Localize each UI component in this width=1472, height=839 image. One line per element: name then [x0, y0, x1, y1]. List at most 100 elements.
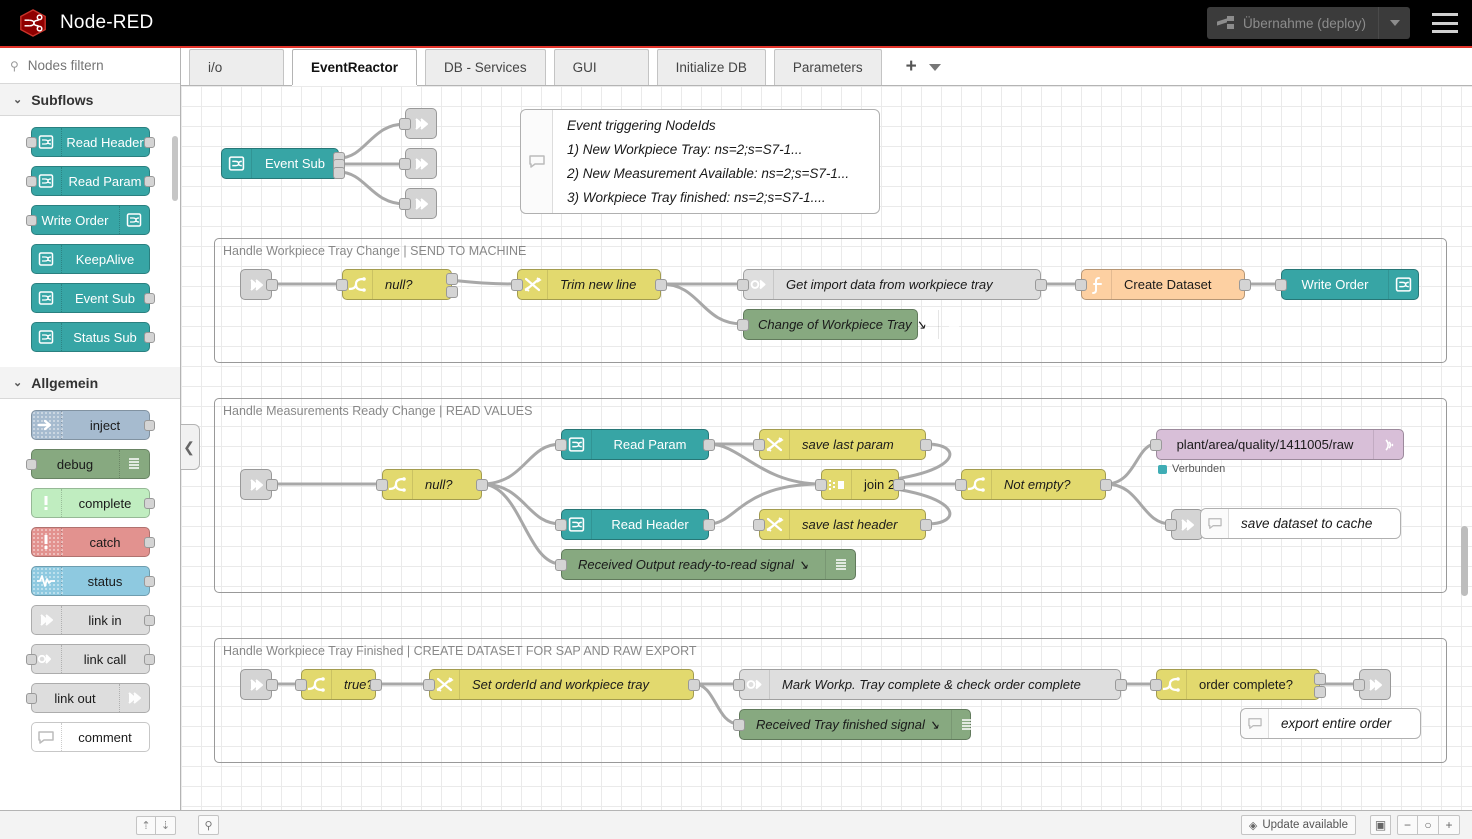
- node-input-port[interactable]: [1150, 439, 1162, 451]
- node-input-port[interactable]: [511, 279, 523, 291]
- node-link-in-g1[interactable]: [240, 269, 278, 300]
- node-input-port[interactable]: [423, 679, 435, 691]
- node-link-out-g2[interactable]: [1165, 509, 1203, 540]
- node-output-port[interactable]: [143, 420, 155, 431]
- node-link-in-g2[interactable]: [240, 469, 278, 500]
- tab-parameters[interactable]: Parameters: [773, 49, 882, 85]
- node-output-port[interactable]: [266, 679, 278, 691]
- chevrons-down-icon[interactable]: ⇣: [156, 815, 176, 835]
- palette-node-link-in[interactable]: link in: [30, 605, 155, 635]
- node-input-port[interactable]: [753, 519, 765, 531]
- tab-initialize-db[interactable]: Initialize DB: [656, 49, 766, 85]
- node-mqtt-out-raw[interactable]: plant/area/quality/1411005/raw: [1150, 429, 1404, 460]
- node-output-port[interactable]: [266, 279, 278, 291]
- palette-node-link-out[interactable]: link out: [25, 683, 150, 713]
- palette-node-status-sub[interactable]: Status Sub: [30, 322, 155, 352]
- node-output-port[interactable]: [893, 479, 905, 491]
- node-output-port[interactable]: [688, 679, 700, 691]
- node-subflow-write-order[interactable]: Write Order: [1275, 269, 1419, 300]
- deploy-button[interactable]: Übernahme (deploy): [1206, 7, 1410, 39]
- node-input-port[interactable]: [555, 559, 567, 571]
- node-output-port-3[interactable]: [333, 167, 345, 179]
- node-output-port-1[interactable]: [1314, 673, 1326, 685]
- node-output-port[interactable]: [143, 176, 155, 187]
- circle-icon[interactable]: ○: [1418, 815, 1439, 835]
- node-output-port[interactable]: [266, 479, 278, 491]
- search-input[interactable]: [25, 57, 166, 74]
- node-switch-null-g2[interactable]: null?: [376, 469, 488, 500]
- node-input-port[interactable]: [815, 479, 827, 491]
- group-workpiece-tray-finished[interactable]: Handle Workpiece Tray Finished | CREATE …: [214, 638, 1447, 763]
- palette-node-complete[interactable]: complete: [30, 488, 155, 518]
- node-output-port[interactable]: [1100, 479, 1112, 491]
- node-output-port[interactable]: [703, 439, 715, 451]
- node-input-port[interactable]: [1353, 679, 1365, 691]
- node-input-port[interactable]: [555, 439, 567, 451]
- node-input-port[interactable]: [336, 279, 348, 291]
- node-output-port[interactable]: [143, 293, 155, 304]
- node-input-port[interactable]: [25, 693, 37, 704]
- node-output-port-1[interactable]: [446, 273, 458, 285]
- node-output-port[interactable]: [920, 519, 932, 531]
- node-output-port[interactable]: [1239, 279, 1251, 291]
- canvas-search-button[interactable]: ⚲: [198, 815, 219, 835]
- node-change-trim-new-line[interactable]: Trim new line: [511, 269, 667, 300]
- node-subflow-read-header[interactable]: Read Header: [555, 509, 715, 540]
- palette-category-subflows[interactable]: ⌄ Subflows: [0, 84, 180, 116]
- update-available-badge[interactable]: ◈ Update available: [1240, 815, 1356, 835]
- node-input-port[interactable]: [399, 158, 411, 170]
- plus-icon[interactable]: +: [1439, 815, 1460, 835]
- node-input-port[interactable]: [753, 439, 765, 451]
- deploy-options-button[interactable]: [1378, 7, 1410, 39]
- node-input-port[interactable]: [399, 198, 411, 210]
- node-output-port[interactable]: [370, 679, 382, 691]
- node-output-port[interactable]: [655, 279, 667, 291]
- hamburger-menu-icon[interactable]: [1432, 13, 1458, 33]
- flow-canvas[interactable]: Event Sub Event triggering NodeIds 1) Ne…: [181, 86, 1472, 810]
- palette-node-event-sub[interactable]: Event Sub: [30, 283, 155, 313]
- node-output-port[interactable]: [143, 654, 155, 665]
- node-output-port[interactable]: [920, 439, 932, 451]
- palette-node-keepalive[interactable]: KeepAlive: [30, 244, 150, 274]
- node-input-port[interactable]: [555, 519, 567, 531]
- palette-scrollbar[interactable]: [172, 136, 178, 201]
- tab-db-services[interactable]: DB - Services: [425, 49, 546, 85]
- palette-node-debug[interactable]: debug: [25, 449, 150, 479]
- chevrons-up-icon[interactable]: ⇡: [136, 815, 156, 835]
- chevron-down-icon[interactable]: [928, 63, 941, 71]
- node-join-2[interactable]: join 2: [815, 469, 905, 500]
- node-input-port[interactable]: [25, 137, 37, 148]
- palette-node-read-header[interactable]: Read Header: [25, 127, 155, 157]
- node-output-port[interactable]: [1115, 679, 1127, 691]
- plus-icon[interactable]: +: [905, 56, 917, 77]
- tab-io[interactable]: i/o: [189, 49, 284, 85]
- node-input-port[interactable]: [737, 279, 749, 291]
- node-switch-not-empty[interactable]: Not empty?: [955, 469, 1112, 500]
- node-input-port[interactable]: [399, 118, 411, 130]
- minus-icon[interactable]: −: [1397, 815, 1418, 835]
- node-input-port[interactable]: [1165, 519, 1177, 531]
- palette-node-read-param[interactable]: Read Param: [25, 166, 155, 196]
- node-switch-order-complete[interactable]: order complete?: [1150, 669, 1326, 700]
- palette-node-link-call[interactable]: link call: [25, 644, 155, 674]
- node-input-port[interactable]: [25, 176, 37, 187]
- node-link-out-event-3[interactable]: [399, 188, 437, 219]
- node-input-port[interactable]: [1075, 279, 1087, 291]
- deploy-button-main[interactable]: Übernahme (deploy): [1207, 7, 1378, 39]
- node-output-port[interactable]: [476, 479, 488, 491]
- canvas-vertical-scrollbar[interactable]: [1461, 526, 1468, 596]
- tab-gui[interactable]: GUI: [553, 49, 649, 85]
- node-output-port[interactable]: [143, 576, 155, 587]
- group-measurements-ready-change[interactable]: Handle Measurements Ready Change | READ …: [214, 398, 1447, 593]
- node-input-port[interactable]: [733, 719, 745, 731]
- node-output-port-2[interactable]: [446, 286, 458, 298]
- node-input-port[interactable]: [25, 654, 37, 665]
- node-input-port[interactable]: [25, 459, 37, 470]
- sidebar-collapse-button[interactable]: ❮: [181, 424, 200, 470]
- node-output-port[interactable]: [143, 137, 155, 148]
- node-debug-tray-finished-signal[interactable]: Received Tray finished signal ↘: [733, 709, 972, 740]
- node-link-call-get-import-data[interactable]: Get import data from workpiece tray: [737, 269, 1047, 300]
- palette-node-comment[interactable]: comment: [30, 722, 150, 752]
- node-output-port[interactable]: [1035, 279, 1047, 291]
- node-input-port[interactable]: [295, 679, 307, 691]
